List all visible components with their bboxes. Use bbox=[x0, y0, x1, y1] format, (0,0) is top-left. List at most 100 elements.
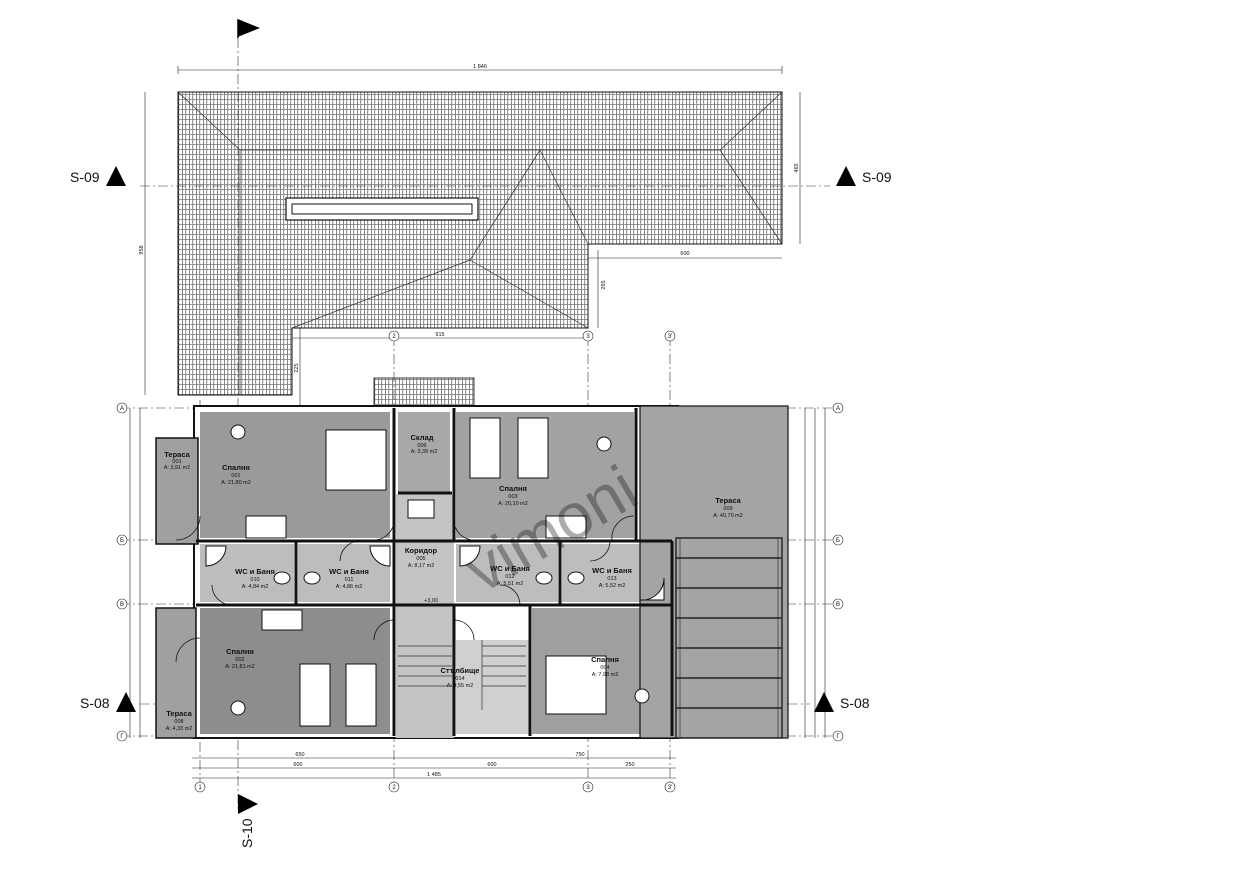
axis-right-v: B bbox=[836, 602, 840, 608]
toilet-012 bbox=[535, 571, 553, 585]
axis-labels: A Б B Г A Б B Г 1 2 3 3' 2 3 3' bbox=[120, 334, 840, 791]
svg-text:A: 7,98 m2: A: 7,98 m2 bbox=[592, 672, 619, 678]
svg-text:WC и Баня: WC и Баня bbox=[235, 567, 275, 576]
svg-text:A: 5,51 m2: A: 5,51 m2 bbox=[497, 581, 524, 587]
axis-bottom-3p: 3' bbox=[668, 785, 672, 791]
dim-axis-915: 915 bbox=[435, 332, 444, 338]
axis-top-2: 2 bbox=[392, 334, 396, 340]
svg-text:001: 001 bbox=[172, 459, 181, 465]
room-fill-terrace-001 bbox=[155, 437, 199, 545]
room-label-terrace-009: Тераса 009 A: 40,70 m2 bbox=[713, 496, 743, 519]
bed-single-003b bbox=[517, 417, 549, 479]
section-label-s09-right: S-09 bbox=[862, 169, 892, 185]
toilet-013 bbox=[567, 571, 585, 585]
section-label-s08-right: S-08 bbox=[840, 695, 870, 711]
dim-bottom-650: 650 bbox=[295, 752, 304, 758]
room-label-bedroom-001: Спалня 001 A: 21,80 m2 bbox=[221, 463, 251, 486]
dim-top-total: 1 846 bbox=[473, 64, 487, 70]
svg-text:008: 008 bbox=[174, 719, 183, 725]
svg-text:011: 011 bbox=[345, 577, 354, 583]
svg-text:A: 20,10 m2: A: 20,10 m2 bbox=[498, 501, 528, 507]
svg-text:A: 4,84 m2: A: 4,84 m2 bbox=[242, 584, 269, 590]
stair-treads bbox=[398, 640, 526, 710]
svg-text:A: 3,91 m2: A: 3,91 m2 bbox=[164, 465, 191, 471]
toilet-011 bbox=[303, 571, 321, 585]
dim-roof-958: 958 bbox=[139, 245, 145, 254]
svg-text:010: 010 bbox=[250, 577, 259, 583]
svg-text:001: 001 bbox=[231, 473, 240, 479]
svg-text:Коридор: Коридор bbox=[405, 546, 438, 555]
svg-text:Стълбище: Стълбище bbox=[441, 666, 480, 675]
floor-plan bbox=[155, 405, 789, 739]
dim-bottom-total: 1 485 bbox=[427, 772, 441, 778]
walls bbox=[196, 408, 674, 736]
room-label-wc-011: WC и Баня 011 A: 4,86 m2 bbox=[329, 567, 369, 590]
level-mark: +3,00 bbox=[424, 598, 438, 604]
svg-text:A: 21,80 m2: A: 21,80 m2 bbox=[221, 480, 251, 486]
svg-text:Тераса: Тераса bbox=[166, 709, 192, 718]
axis-right-g: Г bbox=[836, 734, 840, 740]
axis-bottom-3: 3 bbox=[586, 785, 590, 791]
svg-text:A: 5,52 m2: A: 5,52 m2 bbox=[599, 583, 626, 589]
svg-text:A: 40,70 m2: A: 40,70 m2 bbox=[713, 513, 743, 519]
dim-roof-265: 265 bbox=[601, 280, 607, 289]
room-label-bedroom-003: Спалня 003 A: 20,10 m2 bbox=[498, 484, 528, 507]
axis-bottom-2: 2 bbox=[392, 785, 396, 791]
axis-right-b: Б bbox=[836, 538, 840, 544]
axis-right-a: A bbox=[836, 406, 840, 412]
axis-top-3: 3 bbox=[586, 334, 590, 340]
desk-002 bbox=[261, 609, 303, 631]
svg-text:A: 4,86 m2: A: 4,86 m2 bbox=[336, 584, 363, 590]
room-fill-storage-006 bbox=[398, 412, 450, 492]
svg-text:A: 9,55 m2: A: 9,55 m2 bbox=[447, 683, 474, 689]
shelf-storage bbox=[407, 499, 435, 519]
svg-text:A: 8,17 m2: A: 8,17 m2 bbox=[408, 563, 435, 569]
section-label-s09-left: S-09 bbox=[70, 169, 100, 185]
dim-bottom-750: 750 bbox=[575, 752, 584, 758]
svg-text:Тераса: Тераса bbox=[715, 496, 741, 505]
dimension-lines bbox=[129, 66, 826, 779]
shower-010 bbox=[205, 545, 227, 567]
room-label-bedroom-002: Спалня 002 A: 21,81 m2 bbox=[225, 647, 255, 670]
desk-003 bbox=[545, 515, 587, 539]
room-label-stairs-014: Стълбище 014 A: 9,55 m2 bbox=[441, 666, 480, 689]
svg-text:014: 014 bbox=[455, 676, 464, 682]
svg-text:A: 3,39 m2: A: 3,39 m2 bbox=[411, 449, 438, 455]
dim-roof-600: 600 bbox=[680, 251, 689, 257]
room-label-wc-013: WC и Баня 013 A: 5,52 m2 bbox=[592, 566, 632, 589]
svg-text:012: 012 bbox=[505, 574, 514, 580]
svg-text:Тераса: Тераса bbox=[164, 450, 190, 459]
sink-001 bbox=[230, 424, 246, 440]
shower-012 bbox=[459, 545, 481, 567]
room-fill-corridor-005 bbox=[396, 494, 454, 738]
svg-text:002: 002 bbox=[235, 657, 244, 663]
room-label-terrace-008: Тераса 008 A: 4,33 m2 bbox=[166, 709, 193, 732]
svg-text:005: 005 bbox=[416, 556, 425, 562]
svg-text:Спалня: Спалня bbox=[226, 647, 254, 656]
dim-axis-225: 225 bbox=[294, 363, 300, 372]
section-arrow-s08-right bbox=[814, 692, 834, 712]
svg-text:Спалня: Спалня bbox=[591, 655, 619, 664]
shower-011 bbox=[369, 545, 391, 567]
skylight bbox=[285, 197, 479, 221]
room-label-wc-012: WC и Баня 012 A: 5,51 m2 bbox=[490, 564, 530, 587]
axis-bottom-1: 1 bbox=[198, 785, 202, 791]
desk-001 bbox=[245, 515, 287, 539]
roof bbox=[177, 91, 783, 409]
section-arrow-s09-left bbox=[106, 166, 126, 186]
svg-text:013: 013 bbox=[607, 576, 616, 582]
section-label-s10: S-10 bbox=[239, 818, 255, 848]
sink-004 bbox=[634, 688, 650, 704]
dim-bottom-250: 250 bbox=[625, 762, 634, 768]
section-arrow-s10 bbox=[238, 794, 258, 814]
shower-013 bbox=[639, 577, 665, 601]
axis-left-v: B bbox=[120, 602, 124, 608]
dimension-labels: 1 846 600 465 958 265 915 225 650 750 60… bbox=[139, 64, 800, 778]
axis-top-3p: 3' bbox=[668, 334, 672, 340]
room-label-corridor-005: Коридор 005 A: 8,17 m2 bbox=[405, 546, 438, 569]
bed-single-002b bbox=[345, 663, 377, 727]
doors bbox=[175, 515, 635, 663]
bed-single-002a bbox=[299, 663, 331, 727]
section-markers: S-09 S-09 S-08 S-08 S-10 bbox=[70, 18, 892, 848]
bed-double-004 bbox=[545, 655, 607, 715]
